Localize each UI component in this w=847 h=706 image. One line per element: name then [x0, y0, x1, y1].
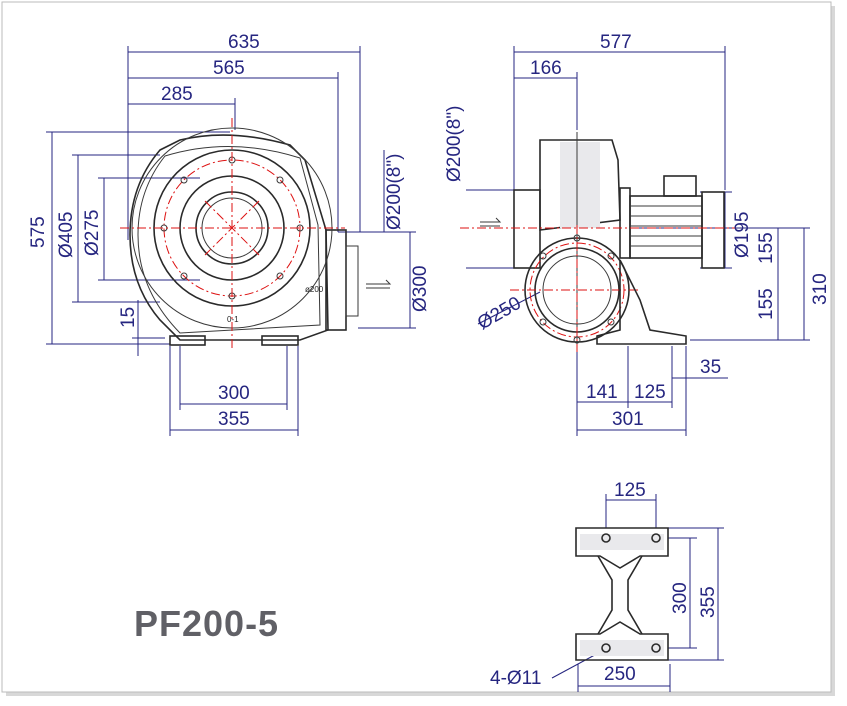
front-dimension-lines	[46, 46, 416, 436]
side-flow-arrow	[480, 217, 502, 227]
drawing-frame	[1, 1, 832, 693]
dim-166: 166	[530, 58, 562, 79]
base-view: 125 300 355 250 4-Ø11	[490, 480, 724, 692]
dim-575: 575	[28, 216, 49, 248]
side-motor-endcap	[701, 191, 725, 269]
base-bottom-foot	[575, 621, 669, 661]
dim-300-base: 300	[670, 582, 691, 614]
dim-155-upper: 155	[756, 232, 777, 264]
side-terminal-box	[663, 175, 697, 197]
front-label-o200: ø200	[305, 285, 324, 294]
dim-d300: Ø300	[410, 266, 431, 312]
dim-125-side: 125	[634, 382, 666, 403]
dim-141: 141	[586, 382, 618, 403]
dim-250-base: 250	[604, 664, 636, 685]
dim-577: 577	[600, 32, 632, 53]
dim-15: 15	[118, 307, 139, 328]
dim-d200-outlet: Ø200(8")	[384, 154, 405, 230]
base-web	[597, 555, 643, 635]
dim-d200-inlet: Ø200(8")	[444, 106, 465, 182]
dim-300-front: 300	[218, 383, 250, 404]
side-bolt-holes	[539, 234, 615, 344]
dim-565: 565	[213, 58, 245, 79]
dim-355-front: 355	[218, 409, 250, 430]
front-view: ø200 0-1 635 565 285 575 Ø405 Ø275 15 Ø2…	[28, 32, 431, 436]
front-base-foot-left	[169, 335, 206, 346]
front-housing-outline	[129, 134, 329, 341]
dim-155-lower: 155	[756, 288, 777, 320]
side-view: 577 166 Ø200(8") Ø250 Ø195 155 155 310 3…	[444, 32, 831, 436]
dim-35: 35	[700, 357, 721, 378]
dim-635: 635	[228, 32, 260, 53]
dim-125-base: 125	[614, 480, 646, 501]
dim-d275: Ø275	[82, 210, 103, 256]
dim-4-d11: 4-Ø11	[490, 668, 541, 689]
dim-d195: Ø195	[732, 212, 753, 258]
dim-310: 310	[810, 273, 831, 305]
dim-285: 285	[161, 84, 193, 105]
base-mounting-holes	[601, 533, 661, 653]
dim-355-base: 355	[698, 586, 719, 618]
front-flow-arrow	[366, 279, 392, 289]
front-base-foot-right	[261, 335, 299, 346]
dim-d405: Ø405	[56, 212, 77, 258]
base-top-foot	[575, 527, 669, 569]
model-label: PF200-5	[134, 603, 279, 644]
side-base-bracket	[596, 259, 687, 345]
dim-301: 301	[612, 409, 644, 430]
side-inlet-stub	[513, 189, 541, 269]
base-dimension-lines	[551, 494, 724, 692]
front-label-0-1: 0-1	[227, 315, 239, 324]
